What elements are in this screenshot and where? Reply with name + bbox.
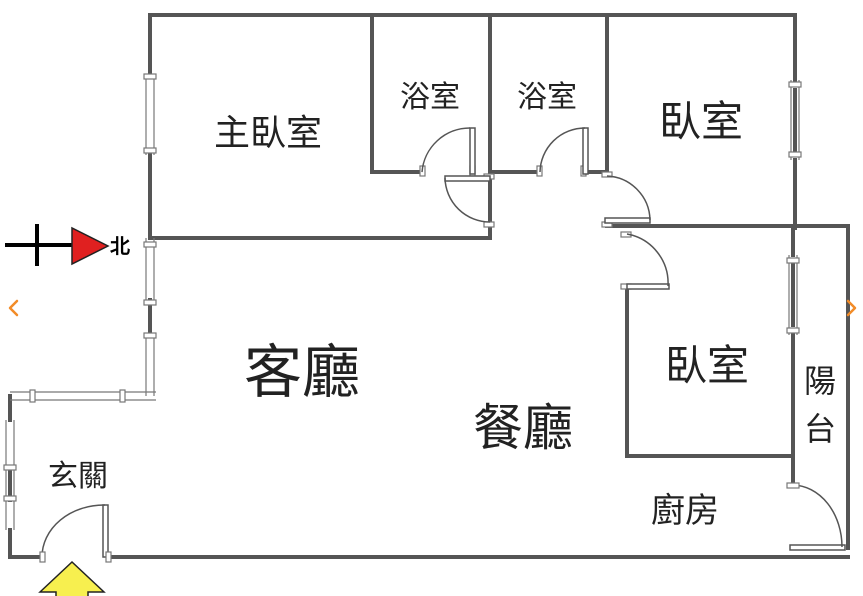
doors	[39, 127, 846, 563]
room-label-bedroom-mid: 臥室	[665, 341, 749, 390]
room-label-balcony-line1: 陽	[804, 362, 836, 400]
north-label: 北	[110, 234, 130, 258]
room-label-bedroom-top: 臥室	[659, 97, 743, 146]
room-label-bathroom-2: 浴室	[517, 80, 577, 115]
room-labels: 主臥室 浴室 浴室 臥室 臥室 客廳 餐廳 玄關 廚房 陽 台	[48, 80, 836, 531]
room-label-balcony-line2: 台	[804, 410, 836, 448]
next-button[interactable]	[837, 292, 863, 322]
prev-button[interactable]	[0, 292, 26, 322]
chevron-left-icon	[8, 299, 19, 317]
entry-arrow-icon	[38, 560, 106, 596]
north-arrow-icon	[5, 224, 110, 266]
room-label-entrance: 玄關	[48, 459, 108, 494]
room-label-living-room: 客廳	[244, 338, 360, 406]
chevron-right-icon	[846, 299, 857, 317]
room-label-master-bedroom: 主臥室	[214, 113, 322, 154]
room-label-dining-room: 餐廳	[473, 399, 573, 457]
room-label-kitchen: 廚房	[651, 491, 719, 531]
windows	[3, 73, 802, 530]
north-compass: 北	[5, 224, 130, 266]
room-label-bathroom-1: 浴室	[400, 80, 460, 115]
